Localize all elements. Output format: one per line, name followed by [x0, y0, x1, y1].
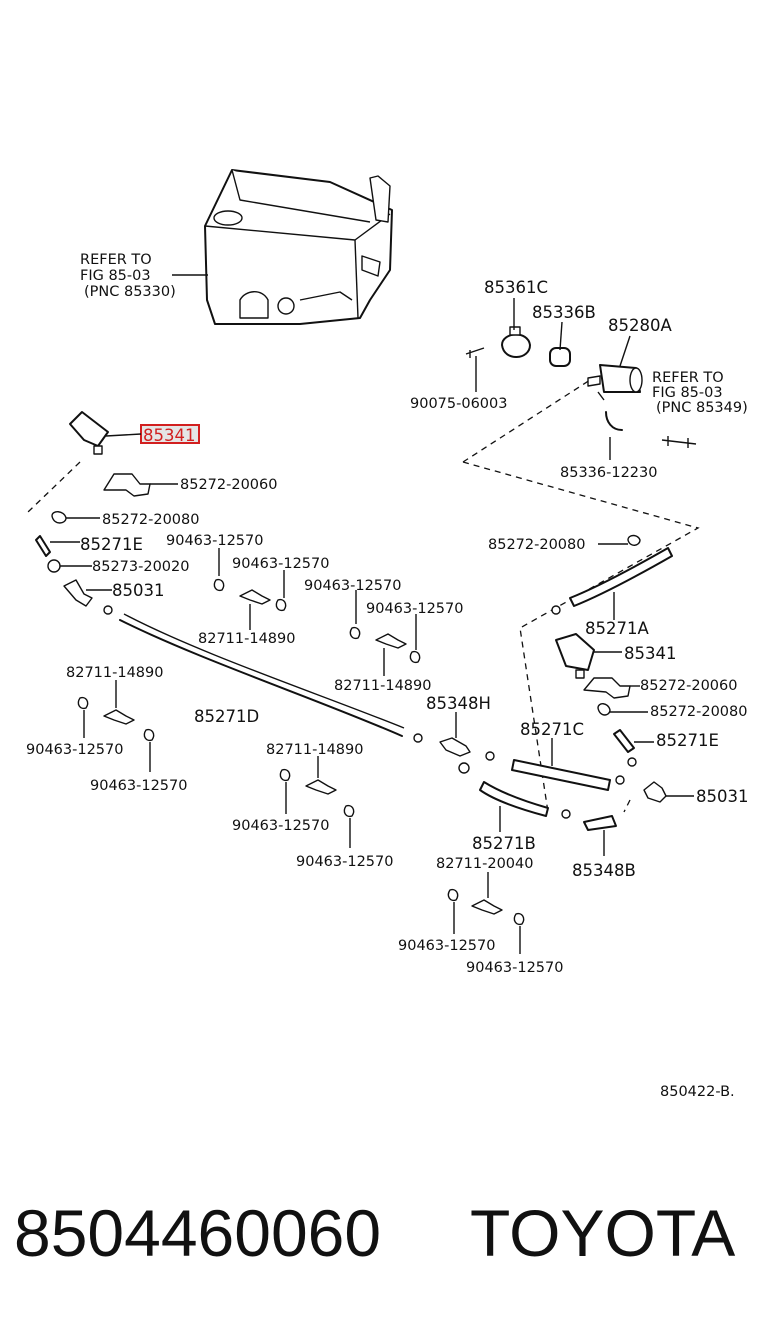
part-label-l85271e-a: 85271E — [80, 535, 143, 554]
part-label-l82711-e: 82711-20040 — [436, 856, 534, 872]
washer-tank-illustration — [204, 169, 393, 325]
clamps-middle — [279, 756, 355, 848]
pump-group — [465, 326, 697, 448]
brand-name: TOYOTA — [470, 1196, 735, 1270]
part-labels: 85361C 85336B 85280A 90075-06003 85336-1… — [26, 278, 749, 1100]
part-label-l85031-a: 85031 — [112, 581, 165, 600]
clamps-left — [213, 548, 421, 676]
refer-note-line: (PNC 85330) — [84, 284, 176, 300]
part-label-l90463-g: 90463-12570 — [232, 818, 330, 834]
refer-note-line: FIG 85-03 — [80, 268, 151, 284]
refer-note-line: FIG 85-03 — [652, 385, 723, 401]
part-label-l90463-f: 90463-12570 — [90, 778, 188, 794]
part-label-l85271b: 85271B — [472, 834, 536, 853]
part-number: 8504460060 — [14, 1196, 381, 1270]
figure-code: 850422-B. — [660, 1084, 735, 1100]
part-label-l85273: 85273-20020 — [92, 559, 190, 575]
part-label-l90463-d: 90463-12570 — [366, 601, 464, 617]
part-label-l85348b: 85348B — [572, 861, 636, 880]
part-label-l90463-h: 90463-12570 — [296, 854, 394, 870]
part-label-l82711-c: 82711-14890 — [66, 665, 164, 681]
part-label-l85272-20060a: 85272-20060 — [180, 477, 278, 493]
part-label-l82711-d: 82711-14890 — [266, 742, 364, 758]
tank-refer-note: REFER TO FIG 85-03 (PNC 85330) — [80, 252, 208, 300]
part-label-l82711-a: 82711-14890 — [198, 631, 296, 647]
part-label-l85336-12230: 85336-12230 — [560, 465, 658, 481]
part-label-l90075: 90075-06003 — [410, 396, 508, 412]
part-label-l90463-c: 90463-12570 — [304, 578, 402, 594]
part-label-l85272-20080c: 85272-20080 — [650, 704, 748, 720]
refer-note-line: REFER TO — [652, 370, 724, 386]
part-label-l85280a: 85280A — [608, 316, 672, 335]
part-label-l85271c: 85271C — [520, 720, 584, 739]
nozzle-85341-left — [69, 411, 109, 447]
part-label-l82711-b: 82711-14890 — [334, 678, 432, 694]
part-label-l85271a: 85271A — [585, 619, 649, 638]
part-label-l85272-20080a: 85272-20080 — [102, 512, 200, 528]
refer-note-line: REFER TO — [80, 252, 152, 268]
clamps-lower-left — [77, 680, 155, 772]
part-label-l85271e-b: 85271E — [656, 731, 719, 750]
part-label-l90463-e: 90463-12570 — [26, 742, 124, 758]
clamps-bottom — [447, 872, 525, 954]
part-label-l90463-j: 90463-12570 — [466, 960, 564, 976]
part-label-l85271d: 85271D — [194, 707, 259, 726]
part-label-l85031-b: 85031 — [696, 787, 749, 806]
part-label-l90463-b: 90463-12570 — [232, 556, 330, 572]
part-label-l85341-b: 85341 — [624, 644, 677, 663]
pump-refer-note: REFER TO FIG 85-03 (PNC 85349) — [652, 370, 748, 416]
part-label-l85336b: 85336B — [532, 303, 596, 322]
part-label-l90463-i: 90463-12570 — [398, 938, 496, 954]
part-label-l85272-20060b: 85272-20060 — [640, 678, 738, 694]
part-label-l85361c: 85361C — [484, 278, 548, 297]
part-label-l85348h: 85348H — [426, 694, 491, 713]
highlighted-part-label: 85341 — [143, 426, 196, 445]
refer-note-line: (PNC 85349) — [656, 400, 748, 416]
part-label-l90463-a: 90463-12570 — [166, 533, 264, 549]
part-label-l85272-20080b: 85272-20080 — [488, 537, 586, 553]
